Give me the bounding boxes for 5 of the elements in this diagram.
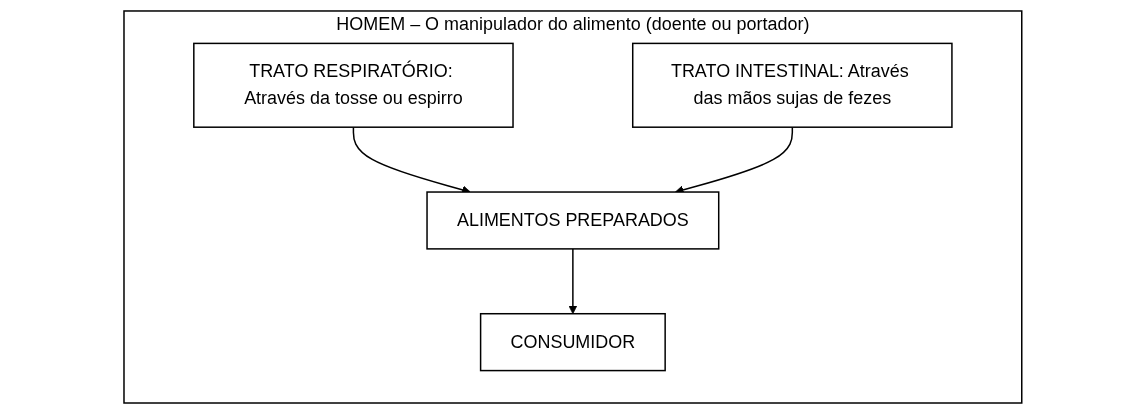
arrow <box>568 248 578 315</box>
process-box: ALIMENTOS PREPARADOS <box>426 191 720 250</box>
process-box: TRATO INTESTINAL: Através das mãos sujas de fezes <box>632 42 953 128</box>
process-box: CONSUMIDOR <box>480 313 666 372</box>
process-box: TRATO RESPIRATÓRIO: Através da tosse ou espirro <box>193 42 514 128</box>
